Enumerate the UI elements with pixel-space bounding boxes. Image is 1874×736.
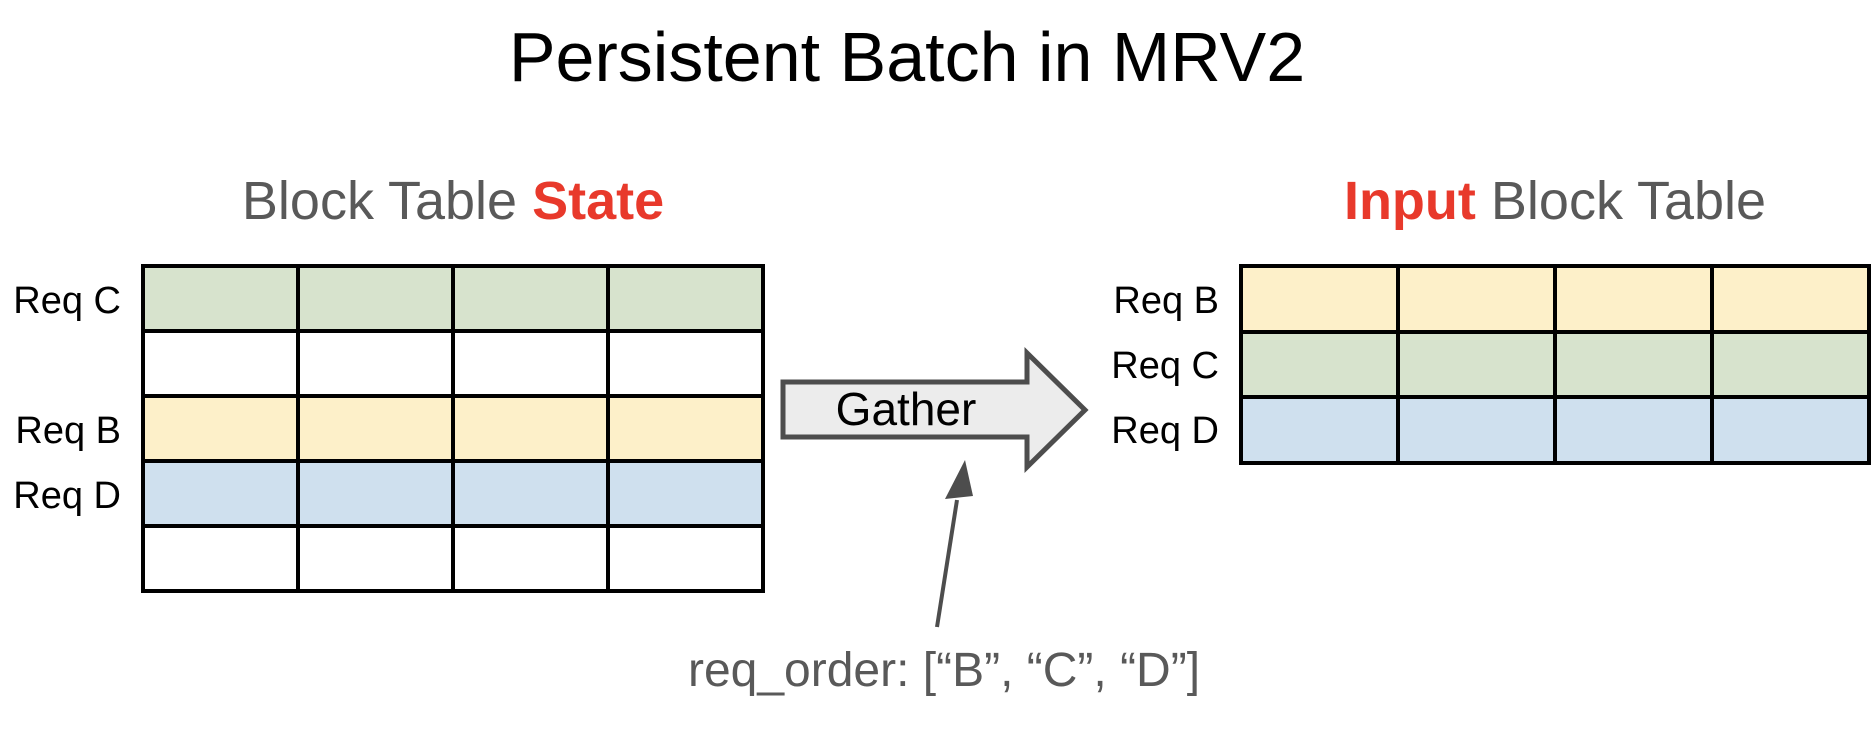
input-block-table (1239, 264, 1871, 465)
table-cell (145, 333, 296, 394)
state-block-table (141, 264, 765, 593)
input-table-title-highlight: Input (1343, 171, 1476, 231)
table-cell (1714, 268, 1867, 330)
table-cell (1243, 333, 1396, 396)
state-table-title: Block Table State (141, 174, 765, 228)
row-label: Req C (13, 279, 121, 322)
state-table-title-highlight: State (532, 171, 665, 231)
table-cell (145, 268, 296, 329)
table-cell (1400, 268, 1553, 330)
table-cell (610, 528, 761, 589)
table-cell (145, 528, 296, 589)
table-cell (300, 463, 451, 524)
table-cell (455, 333, 606, 394)
table-cell (300, 398, 451, 459)
req-order-pointer-line (935, 499, 959, 628)
table-cell (610, 333, 761, 394)
row-label: Req D (1111, 409, 1219, 452)
table-cell (1557, 268, 1710, 330)
table-cell (1714, 399, 1867, 461)
table-cell (610, 463, 761, 524)
table-cell (610, 398, 761, 459)
table-cell (455, 528, 606, 589)
table-cell (1243, 399, 1396, 461)
table-cell (455, 268, 606, 329)
table-cell (1243, 268, 1396, 330)
state-table-title-prefix: Block Table (241, 171, 533, 231)
input-table-title: Input Block Table (1239, 174, 1871, 228)
row-label: Req B (1113, 279, 1219, 322)
table-cell (455, 398, 606, 459)
row-label: Req B (15, 409, 121, 452)
table-cell (300, 268, 451, 329)
table-cell (1400, 399, 1553, 461)
row-label: Req C (1111, 344, 1219, 387)
table-cell (300, 333, 451, 394)
req-order-annotation: req_order: [“B”, “C”, “D”] (687, 644, 1201, 697)
table-cell (145, 398, 296, 459)
slide-title: Persistent Batch in MRV2 (508, 18, 1306, 96)
table-cell (145, 463, 296, 524)
row-label: Req D (13, 474, 121, 517)
table-cell (455, 463, 606, 524)
table-cell (610, 268, 761, 329)
table-cell (1714, 333, 1867, 396)
gather-arrow-label: Gather (835, 383, 977, 435)
input-table-title-suffix: Block Table (1475, 171, 1767, 231)
table-cell (1557, 399, 1710, 461)
table-cell (1400, 333, 1553, 396)
table-cell (1557, 333, 1710, 396)
req-order-pointer-arrowhead (945, 460, 973, 499)
table-cell (300, 528, 451, 589)
